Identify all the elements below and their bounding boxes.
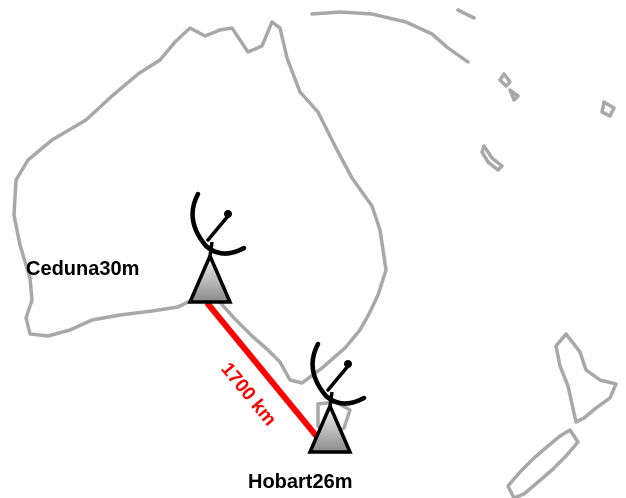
island-coastline	[600, 100, 616, 118]
new-guinea-coastline	[310, 10, 470, 64]
island-coastline	[508, 88, 520, 102]
island-coastline	[456, 8, 476, 20]
ceduna-station-label: Ceduna30m	[26, 258, 140, 280]
australia-mainland-coastline	[12, 20, 388, 385]
ceduna-station[interactable]	[187, 191, 247, 304]
island-coastline	[498, 72, 512, 88]
baseline-distance-label: 1700 km	[216, 359, 280, 430]
hobart-station-label: Hobart26m	[248, 471, 353, 493]
baseline-link-line	[205, 301, 321, 441]
island-coastline	[480, 144, 504, 172]
new-zealand-south-island-coastline	[506, 428, 580, 498]
new-zealand-north-island-coastline	[554, 332, 618, 424]
radio-telescope-icon	[307, 341, 367, 454]
radio-telescope-icon	[187, 191, 247, 304]
hobart-station[interactable]	[307, 341, 367, 454]
